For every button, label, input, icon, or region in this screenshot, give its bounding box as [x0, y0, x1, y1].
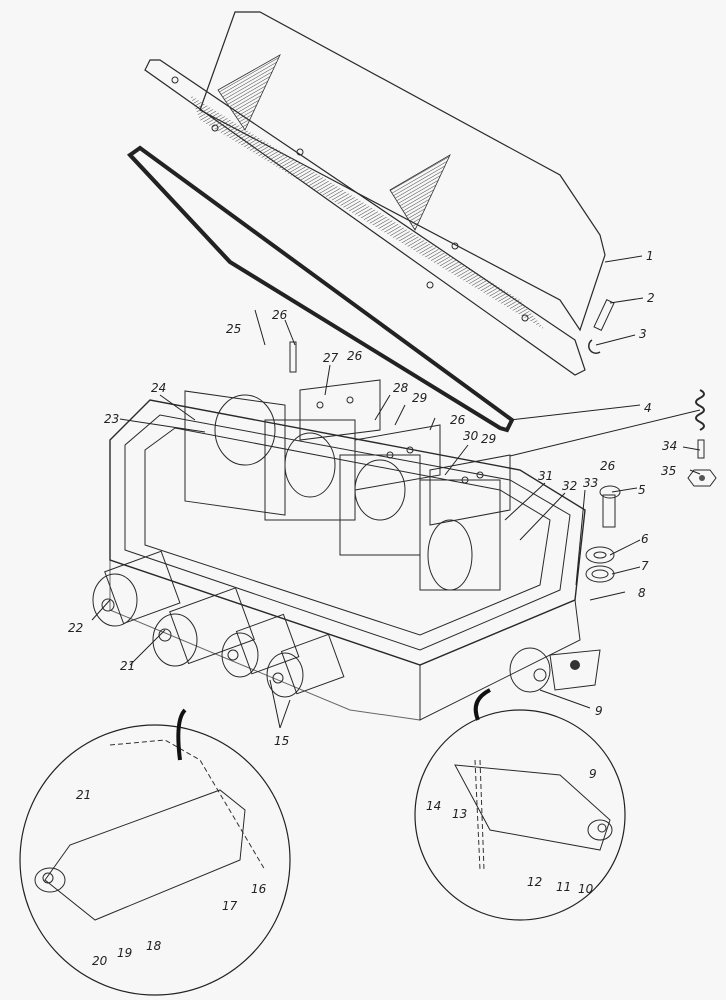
callout-18: 18: [146, 939, 162, 953]
callout-30: 30: [463, 429, 479, 443]
callout-4: 4: [644, 401, 652, 415]
connector-15b: [266, 633, 345, 698]
relay-1: [184, 341, 297, 516]
callout-28: 28: [393, 381, 409, 395]
callout-35: 35: [661, 464, 676, 478]
callout-13: 13: [452, 807, 467, 821]
relay-4: [419, 454, 511, 591]
callout-9: 9: [595, 704, 603, 718]
callout-22: 22: [68, 621, 83, 635]
callout-11: 11: [556, 880, 571, 894]
connector-21: [152, 587, 255, 667]
relay-3: [339, 424, 441, 556]
callout-31: 31: [538, 469, 553, 483]
callout-1: 1: [646, 249, 654, 263]
connector-cutaway-left: [19, 708, 291, 996]
connector-cutaway-right: [414, 688, 626, 921]
washer-7: [585, 565, 615, 583]
callout-29b: 29: [481, 432, 496, 446]
gasket: [126, 145, 515, 433]
callout-6: 6: [641, 532, 649, 546]
callout-10: 10: [578, 882, 594, 896]
callout-25: 25: [226, 322, 241, 336]
callout-20: 20: [92, 954, 108, 968]
callout-26c: 26: [450, 413, 466, 427]
connector-9: [509, 647, 601, 693]
callout-3: 3: [639, 327, 647, 341]
callout-15: 15: [274, 734, 289, 748]
screw-2: [593, 299, 615, 331]
callout-26a: 26: [272, 308, 288, 322]
callout-12: 12: [527, 875, 542, 889]
callout-labels: 1 2 3 4 5 6 7 8 9 9 10 11 12 13 14 15 16…: [68, 249, 677, 968]
callout-21: 21: [120, 659, 135, 673]
callout-5: 5: [638, 483, 646, 497]
callout-29a: 29: [412, 391, 427, 405]
callout-2: 2: [647, 291, 655, 305]
clip-3: [588, 339, 601, 354]
callout-7: 7: [641, 559, 649, 573]
callout-9-detail: 9: [589, 767, 597, 781]
callout-32: 32: [562, 479, 577, 493]
callout-26d: 26: [600, 459, 616, 473]
callout-21-detail: 21: [76, 788, 91, 802]
leader-lines: [91, 255, 701, 729]
callout-27: 27: [323, 351, 339, 365]
callout-26b: 26: [347, 349, 363, 363]
callout-33: 33: [583, 476, 598, 490]
relay-2: [264, 379, 381, 521]
washer-6: [585, 546, 615, 564]
callout-34: 34: [662, 439, 677, 453]
callout-16: 16: [251, 882, 267, 896]
callout-17: 17: [222, 899, 238, 913]
callout-24: 24: [151, 381, 166, 395]
callout-19: 19: [117, 946, 132, 960]
nut-35: [687, 469, 717, 487]
callout-8: 8: [638, 586, 646, 600]
spring-34: [695, 389, 705, 459]
callout-23: 23: [104, 412, 119, 426]
connector-15a: [221, 613, 300, 678]
screw-5: [599, 485, 621, 528]
cover: [144, 11, 606, 376]
connector-22: [92, 550, 181, 627]
relay-box-body: [109, 399, 586, 721]
callout-14: 14: [426, 799, 441, 813]
